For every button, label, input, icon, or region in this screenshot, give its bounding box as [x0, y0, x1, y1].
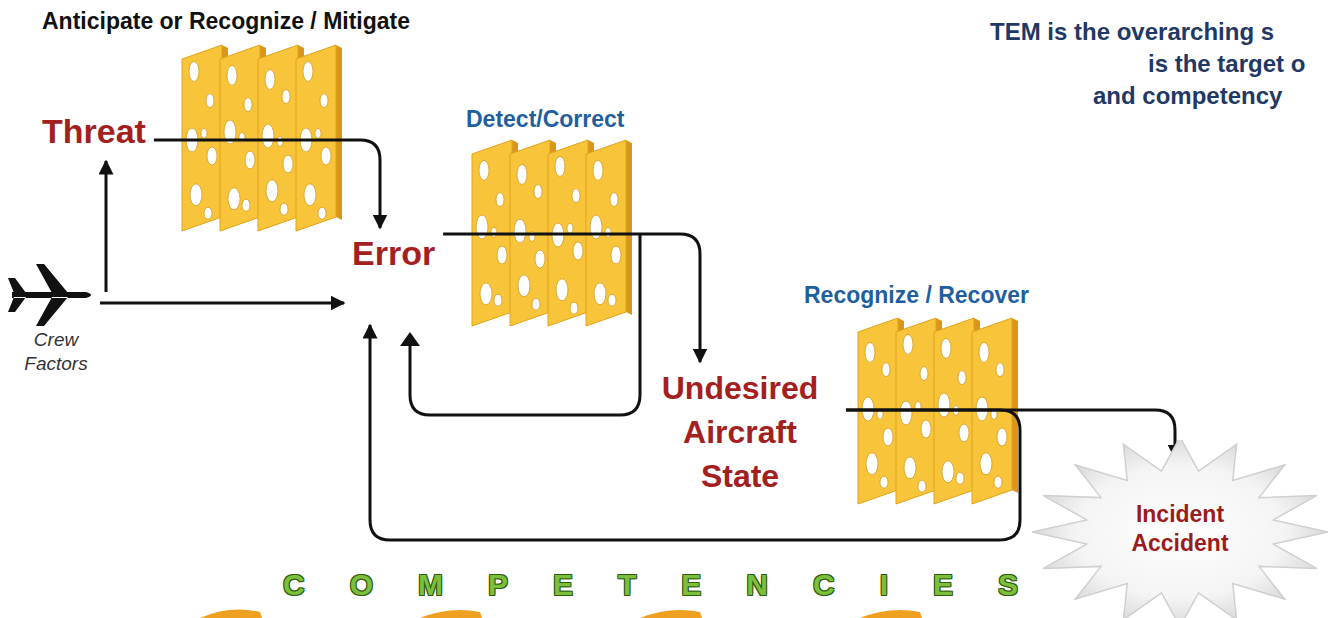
note-text: and competency [1093, 82, 1282, 110]
node-text: Undesired Aircraft State [640, 366, 840, 498]
flow-arrow [100, 302, 344, 305]
flow-arrow [105, 161, 108, 292]
flow-arrow [154, 140, 380, 228]
correct-loop [410, 235, 640, 415]
note-text: TEM is the overarching s [990, 18, 1274, 46]
loop-arrowhead [400, 332, 420, 346]
node-text: Threat [38, 110, 150, 153]
undesired-state-label: Undesired Aircraft State [640, 366, 840, 498]
note-text: is the target o [1148, 50, 1305, 78]
node-text: Incident Accident [1115, 500, 1245, 558]
orange-marks [200, 610, 922, 618]
airplane-icon [6, 262, 98, 328]
competencies-banner: COMPETENCIES [283, 568, 1063, 602]
barrier-heading: Recognize / Recover [804, 282, 1029, 309]
barrier-heading: Detect/Correct [466, 106, 625, 133]
threat-label: Threat [38, 110, 150, 153]
flow-arrow [443, 234, 700, 362]
barrier-heading: Anticipate or Recognize / Mitigate [42, 8, 410, 35]
crew-factors: Crew Factors [6, 262, 98, 376]
error-label: Error [348, 232, 439, 275]
flow-arrow [370, 325, 1020, 540]
node-text: Error [348, 232, 439, 275]
starburst-shape [1030, 440, 1330, 618]
incident-starburst: Incident Accident [1030, 440, 1330, 618]
node-text: Crew Factors [14, 328, 98, 376]
